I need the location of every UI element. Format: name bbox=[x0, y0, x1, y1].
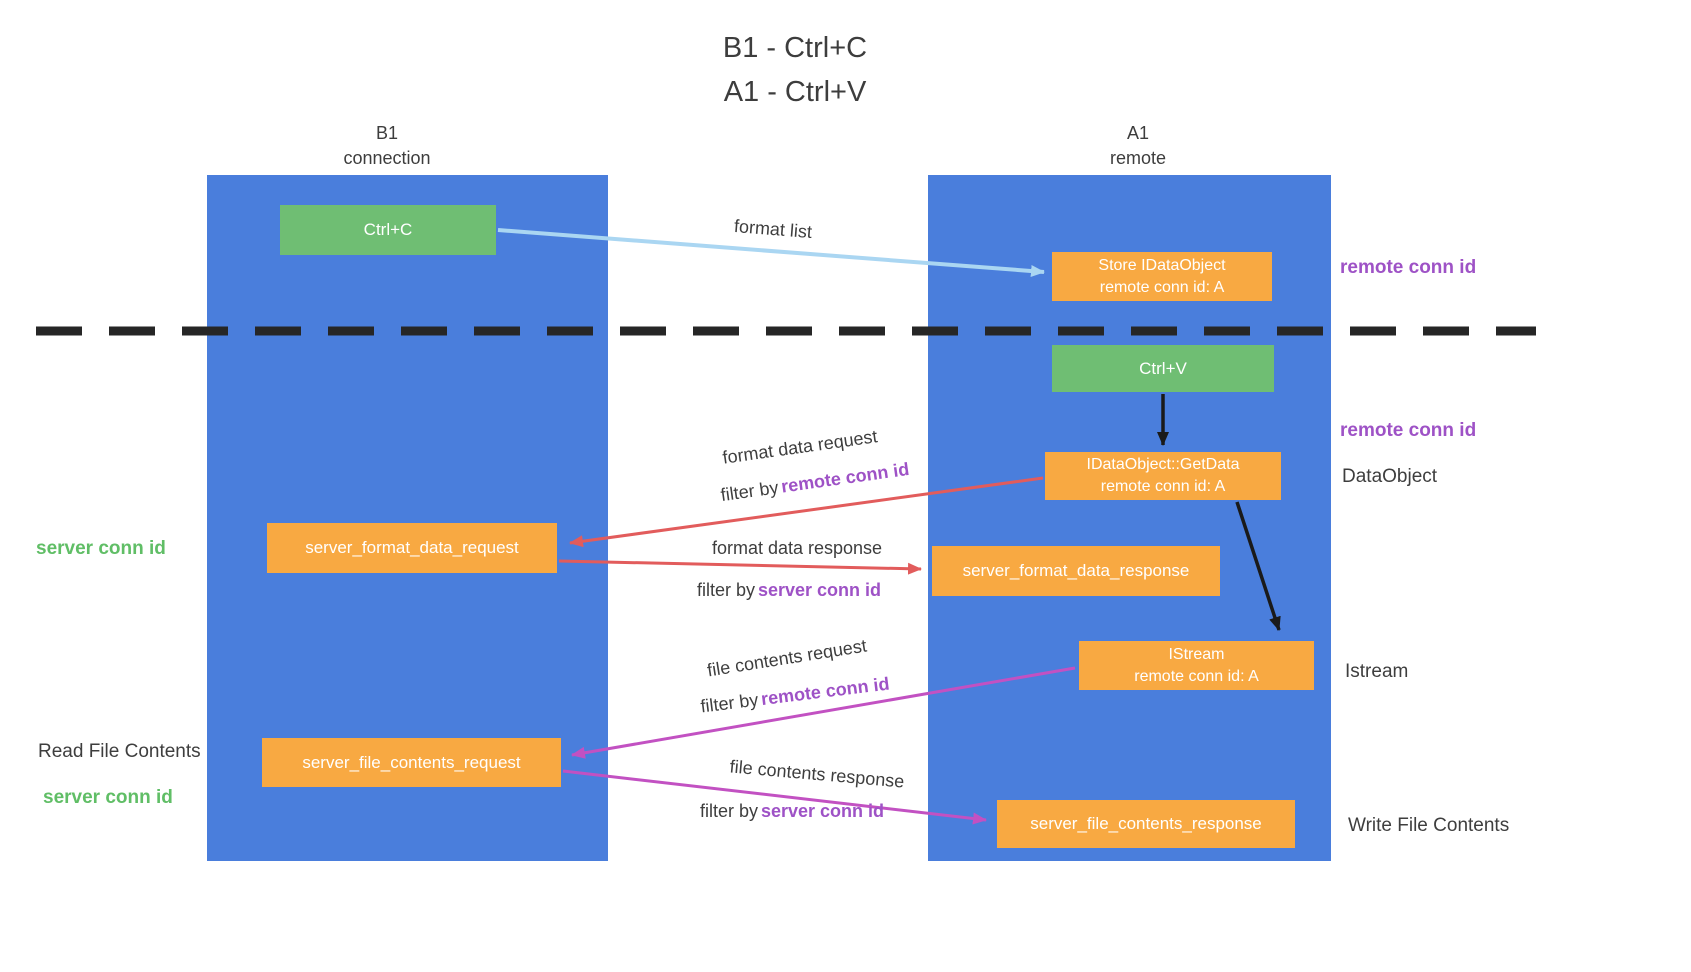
lane-header-a1: A1 remote bbox=[1038, 121, 1238, 171]
side-label-write-file-contents: Write File Contents bbox=[1348, 815, 1510, 836]
server-conn-id-text: server conn id bbox=[760, 801, 885, 821]
node-ctrl-v: Ctrl+V bbox=[1052, 345, 1274, 392]
side-label-remote-conn-id-top: remote conn id bbox=[1340, 257, 1477, 278]
server-conn-id-text: server conn id bbox=[757, 580, 882, 600]
node-ctrl-v-label: Ctrl+V bbox=[1139, 358, 1187, 378]
node-idataobject-getdata-line1: IDataObject::GetData bbox=[1086, 456, 1240, 473]
node-server-format-data-response: server_format_data_response bbox=[932, 546, 1220, 596]
filter-by-text: filter by bbox=[719, 477, 780, 506]
node-store-idataobject: Store IDataObject remote conn id: A bbox=[1052, 252, 1272, 301]
edge-label-file-contents-response: file contents response bbox=[728, 756, 906, 792]
node-idataobject-getdata-line2: remote conn id: A bbox=[1100, 478, 1226, 495]
edge-label-format-list: format list bbox=[733, 215, 813, 243]
node-istream: IStream remote conn id: A bbox=[1079, 641, 1314, 690]
node-server-format-data-request: server_format_data_request bbox=[267, 523, 557, 573]
filter-by-text: filter by bbox=[699, 689, 760, 717]
remote-conn-id-text: remote conn id bbox=[779, 458, 911, 497]
diagram-title: B1 - Ctrl+C A1 - Ctrl+V bbox=[595, 26, 995, 114]
lane-b1-title: B1 bbox=[375, 123, 399, 143]
node-server-format-data-request-label: server_format_data_request bbox=[305, 538, 519, 557]
filter-by-text: filter by bbox=[696, 580, 755, 600]
node-istream-line1: IStream bbox=[1168, 645, 1225, 663]
node-istream-line2: remote conn id: A bbox=[1134, 667, 1259, 685]
lane-a1-title: A1 bbox=[1126, 123, 1150, 143]
diagram-title-line1: B1 - Ctrl+C bbox=[722, 32, 868, 64]
lane-header-b1: B1 connection bbox=[287, 121, 487, 171]
arrow-format-data-response bbox=[558, 559, 922, 575]
side-label-istream: Istream bbox=[1345, 661, 1409, 682]
node-idataobject-getdata: IDataObject::GetData remote conn id: A bbox=[1045, 452, 1281, 500]
side-label-read-file-contents: Read File Contents bbox=[38, 741, 201, 762]
edge-label-format-data-response: format data response bbox=[711, 538, 883, 558]
diagram-title-line2: A1 - Ctrl+V bbox=[723, 76, 867, 108]
filter-by-text: filter by bbox=[699, 801, 758, 821]
side-label-remote-conn-id-mid: remote conn id bbox=[1340, 420, 1477, 441]
node-server-file-contents-response-label: server_file_contents_response bbox=[1030, 814, 1262, 833]
node-server-file-contents-request-label: server_file_contents_request bbox=[302, 752, 521, 772]
lane-a1-subtitle: remote bbox=[1109, 148, 1167, 168]
node-ctrl-c-label: Ctrl+C bbox=[363, 220, 413, 239]
side-label-server-conn-id-file: server conn id bbox=[43, 787, 173, 808]
node-server-format-data-response-label: server_format_data_response bbox=[962, 561, 1190, 580]
lane-b1-subtitle: connection bbox=[343, 148, 431, 168]
node-store-idataobject-line2: remote conn id: A bbox=[1099, 278, 1225, 296]
side-label-server-conn-id-format: server conn id bbox=[36, 538, 166, 559]
node-server-file-contents-response: server_file_contents_response bbox=[997, 800, 1295, 848]
node-store-idataobject-line1: Store IDataObject bbox=[1098, 256, 1226, 274]
node-server-file-contents-request: server_file_contents_request bbox=[262, 738, 561, 787]
remote-conn-id-text: remote conn id bbox=[759, 673, 891, 710]
node-ctrl-c: Ctrl+C bbox=[280, 205, 496, 255]
side-label-dataobject: DataObject bbox=[1342, 466, 1438, 487]
